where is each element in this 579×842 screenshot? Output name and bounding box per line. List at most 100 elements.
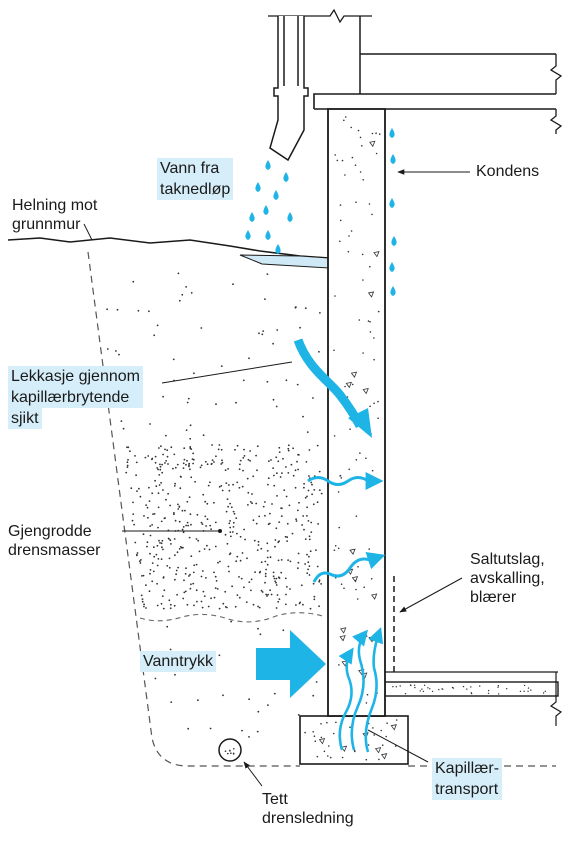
gravel-dot	[295, 604, 297, 606]
concrete-dot	[377, 400, 379, 403]
footing-dot	[327, 755, 329, 757]
soil-texture	[106, 272, 321, 738]
gravel-dot	[287, 449, 290, 452]
gravel-dot	[141, 575, 143, 577]
gravel-dot	[168, 566, 171, 569]
gravel-dot	[281, 472, 283, 474]
concrete-dot	[334, 154, 337, 156]
gravel-dot	[278, 577, 281, 579]
gravel-dot	[231, 585, 234, 588]
gravel-dot	[173, 453, 176, 456]
slab-dot	[427, 687, 429, 689]
gravel-dot	[240, 577, 243, 580]
gravel-dot	[179, 546, 182, 548]
concrete-dot	[343, 119, 345, 122]
gravel-dot	[247, 504, 249, 506]
aggregate-mark	[349, 548, 356, 555]
gravel-dot	[227, 468, 230, 470]
gravel-dot	[151, 562, 154, 564]
concrete-dot	[343, 587, 345, 590]
gravel-dot	[239, 535, 242, 538]
gravel-dot	[244, 538, 247, 541]
gravel-dot	[285, 603, 287, 606]
gravel-dot	[131, 519, 134, 522]
gravel-dot	[132, 501, 134, 504]
gravel-dot	[291, 532, 294, 535]
gravel-dot	[170, 446, 173, 449]
gravel-dot	[228, 570, 230, 573]
soil-dot	[241, 729, 243, 732]
gravel-dot	[251, 493, 253, 495]
footing-dot	[323, 750, 326, 753]
gravel-dot	[221, 461, 224, 464]
gravel-dot	[161, 471, 164, 474]
seepage-arrow-middle	[312, 552, 386, 583]
concrete-dot	[358, 319, 361, 321]
gravel-dot	[236, 555, 239, 558]
label-lekkasje-line3: sjikt	[8, 408, 42, 429]
gravel-dot	[204, 515, 207, 518]
gravel-dot	[232, 483, 235, 486]
gravel-dot	[269, 512, 271, 515]
gravel-dot	[204, 460, 207, 463]
concrete-dot	[350, 126, 353, 129]
gravel-dot	[306, 553, 308, 556]
gravel-dot	[262, 505, 265, 508]
gravel-dot	[156, 544, 159, 547]
pipe-dot	[224, 750, 227, 752]
gravel-dot	[275, 577, 278, 580]
footing-dot	[349, 726, 351, 728]
water-drop	[255, 182, 261, 192]
gravel-dot	[185, 463, 187, 466]
floor-structure-above	[313, 93, 556, 110]
gravel-dot	[135, 553, 138, 556]
gravel-dot	[221, 489, 224, 492]
gravel-dot	[218, 607, 221, 610]
gravel-dot	[197, 539, 200, 542]
gravel-dot	[254, 571, 256, 573]
gravel-dot	[174, 519, 177, 522]
label-tett-line2: drensledning	[262, 810, 354, 827]
surface-water-puddle	[239, 254, 330, 269]
gravel-dot	[285, 593, 287, 596]
gravel-dot	[161, 595, 164, 597]
soil-dot	[187, 727, 190, 730]
label-vanntrykk-text: Vanntrykk	[140, 651, 216, 672]
gravel-dot	[228, 522, 231, 525]
gravel-dot	[308, 475, 310, 477]
gravel-dot	[267, 593, 269, 596]
slab-dot	[423, 684, 426, 686]
gravel-dot	[260, 589, 263, 592]
gravel-dot	[231, 531, 234, 533]
gravel-dot	[216, 588, 219, 590]
gravel-dot	[312, 582, 315, 585]
gravel-dot	[164, 448, 166, 451]
gravel-dot	[318, 580, 321, 583]
gravel-dot	[307, 568, 309, 571]
gravel-dot	[126, 466, 129, 468]
gravel-dot	[228, 489, 231, 492]
gravel-dot	[286, 522, 289, 525]
gravel-dot	[248, 581, 251, 583]
slab-dot	[392, 686, 394, 688]
gravel-dot	[186, 521, 189, 524]
gravel-dot	[250, 589, 252, 592]
gravel-dot	[246, 557, 248, 560]
gravel-dot	[140, 594, 143, 597]
gravel-dot	[310, 531, 313, 533]
gravel-dot	[162, 453, 165, 456]
gravel-dot	[307, 520, 310, 522]
soil-dot	[299, 326, 301, 329]
break-line-top	[268, 8, 372, 24]
gravel-dot	[264, 575, 267, 578]
soil-dot	[169, 648, 172, 651]
gravel-dot	[182, 546, 184, 549]
gravel-dot	[298, 501, 300, 504]
concrete-dot	[368, 203, 371, 205]
gravel-dot	[295, 518, 297, 521]
gravel-dot	[168, 538, 170, 540]
concrete-dot	[377, 310, 380, 313]
gravel-dot	[238, 596, 241, 599]
label-kapillaer-line1: Kapillær-	[432, 758, 503, 779]
